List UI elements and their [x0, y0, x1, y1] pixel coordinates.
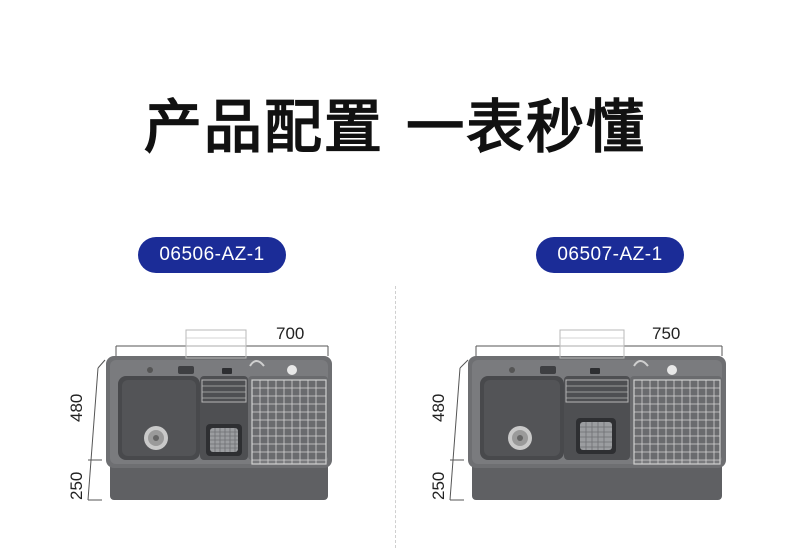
- side-dimension: 480 250: [67, 359, 106, 501]
- deck-accessories: [509, 329, 677, 375]
- length-label: 480: [429, 394, 448, 422]
- model-badge-right: 06507-AZ-1: [536, 237, 684, 273]
- sink-illustration-right: 750 480 250: [429, 324, 726, 501]
- center-divider: [395, 286, 396, 548]
- depth-label: 250: [67, 472, 86, 500]
- side-dimension: 480 250: [429, 359, 469, 501]
- cup-rinser-icon: [185, 329, 247, 359]
- cup-rinser-icon: [559, 329, 625, 359]
- length-label: 480: [67, 394, 86, 422]
- product-left: 700 480 250: [10, 310, 390, 550]
- drying-rack: [248, 376, 328, 465]
- sink-illustration-left: 700 480 250: [67, 324, 332, 501]
- product-right: 750 480 250: [400, 310, 780, 550]
- soap-dispenser-icon: [667, 365, 677, 375]
- small-basin: [200, 376, 248, 460]
- drying-rack: [630, 376, 722, 465]
- small-basin: [564, 376, 630, 460]
- deck-accessories: [147, 329, 297, 375]
- width-dimension: 700: [115, 324, 329, 356]
- width-dimension: 750: [475, 324, 723, 356]
- main-basin: [118, 376, 200, 460]
- page-title: 产品配置 一表秒懂: [143, 93, 647, 161]
- model-badge-left: 06506-AZ-1: [138, 237, 286, 273]
- soap-dispenser-icon: [287, 365, 297, 375]
- depth-label: 250: [429, 472, 448, 500]
- width-label: 700: [276, 324, 304, 343]
- main-basin: [480, 376, 564, 460]
- width-label: 750: [652, 324, 680, 343]
